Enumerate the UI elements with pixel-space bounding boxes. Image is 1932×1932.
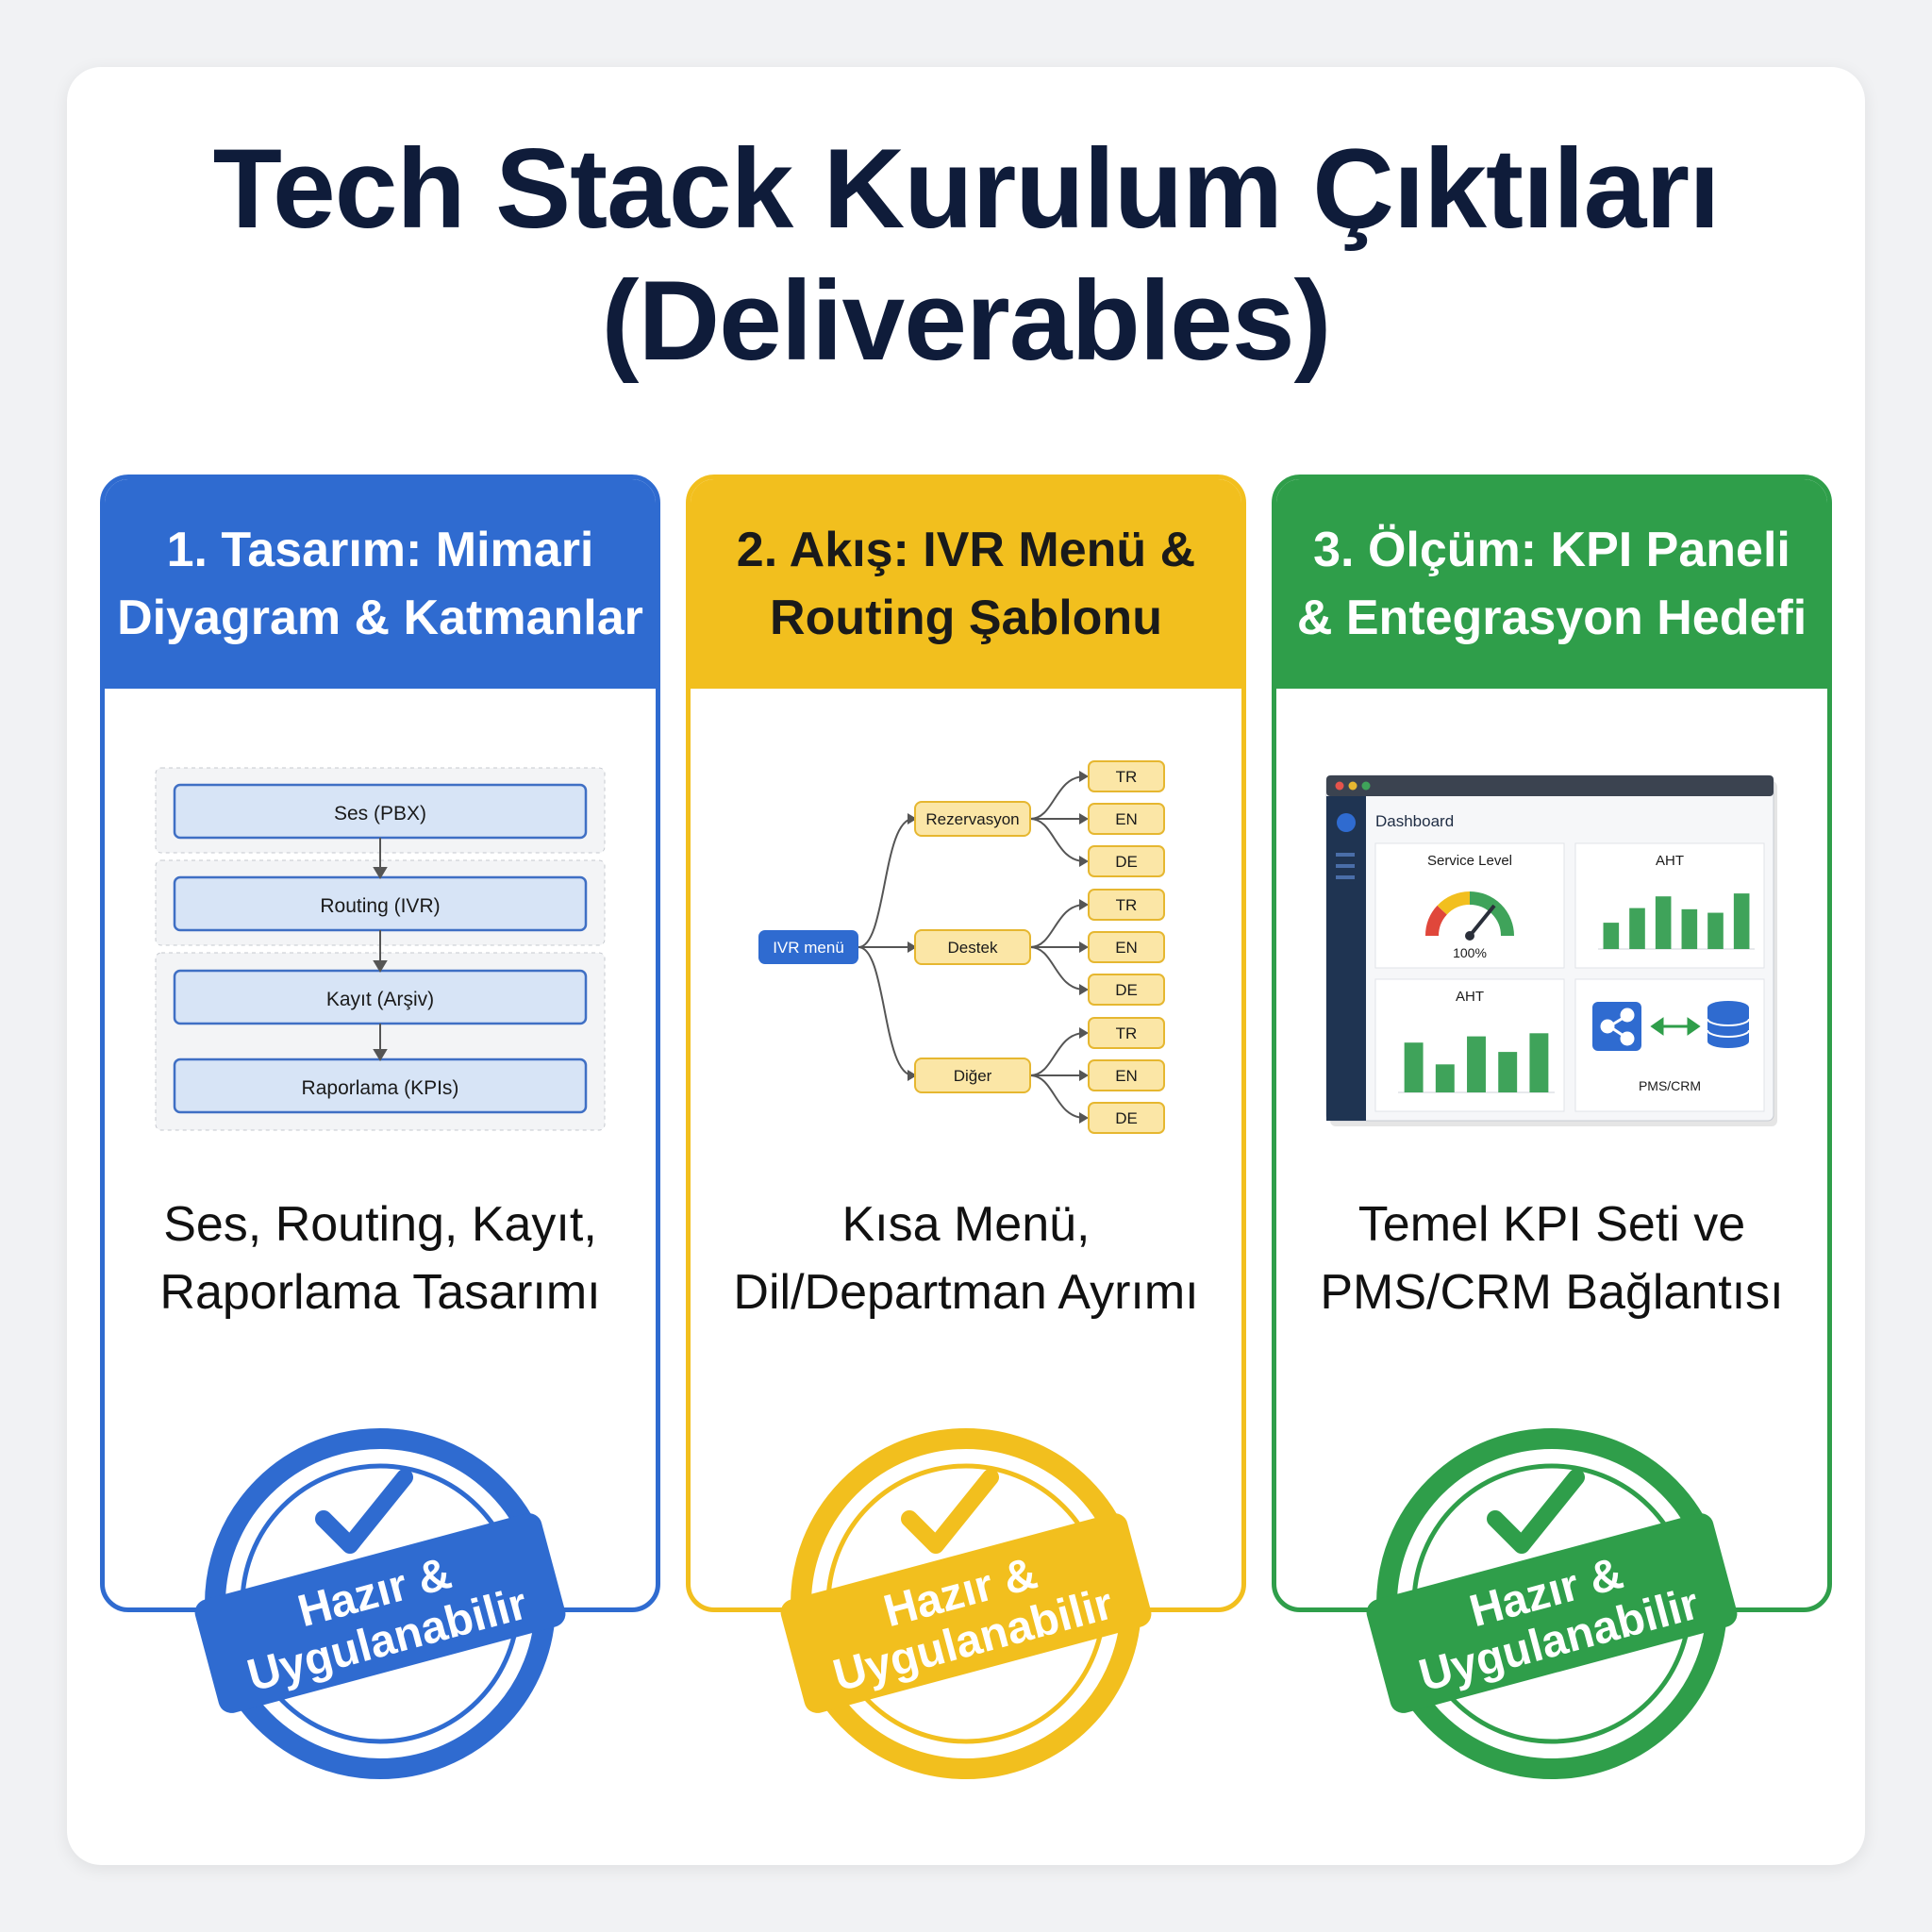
layer-box-ivr: Routing (IVR) <box>173 875 588 932</box>
lang-node: EN <box>1088 1059 1165 1091</box>
aht-bar <box>1498 1052 1518 1092</box>
aht-bar <box>1681 908 1698 949</box>
layer-box-pbx: Ses (PBX) <box>173 783 588 840</box>
integration-label: PMS/CRM <box>1639 1078 1701 1093</box>
avatar <box>1337 813 1356 832</box>
branch-node-rezervasyon: Rezervasyon <box>914 801 1031 837</box>
card-flow-header: 2. Akış: IVR Menü & Routing Şablonu <box>691 479 1241 689</box>
aht-bar <box>1529 1033 1549 1092</box>
aht-label-bottom: AHT <box>1456 989 1484 1005</box>
lang-label: EN <box>1115 810 1138 828</box>
card-measurement-title-line2: & Entegrasyon Hedefi <box>1296 591 1807 645</box>
layer-label-pbx: Ses (PBX) <box>334 803 426 824</box>
layer-label-archive: Kayıt (Arşiv) <box>326 989 434 1010</box>
lang-node: EN <box>1088 931 1165 963</box>
integration-panel: PMS/CRM <box>1574 978 1765 1112</box>
card-design-desc-line2: Raporlama Tasarımı <box>159 1265 601 1320</box>
dashboard-sidebar <box>1326 796 1366 1121</box>
page-title-line1: Tech Stack Kurulum Çıktıları <box>212 125 1721 252</box>
card-design-description: Ses, Routing, Kayıt, Raporlama Tasarımı <box>100 1191 660 1326</box>
card-design-title-line1: 1. Tasarım: Mimari <box>166 523 594 577</box>
branch-label-diger: Diğer <box>954 1067 992 1085</box>
card-flow-title-line1: 2. Akış: IVR Menü & <box>736 523 1196 577</box>
page-title-line2: (Deliverables) <box>601 258 1331 384</box>
lang-node: TR <box>1088 760 1165 792</box>
lang-label: DE <box>1115 853 1138 871</box>
dashboard-title: Dashboard <box>1375 812 1454 830</box>
service-level-panel: Service Level 100% <box>1374 842 1565 969</box>
layer-label-reporting: Raporlama (KPIs) <box>302 1077 459 1099</box>
aht-label-top: AHT <box>1656 853 1684 869</box>
aht-bar <box>1629 908 1645 949</box>
checkmark-icon <box>901 1469 999 1554</box>
aht-bar <box>1435 1064 1455 1092</box>
card-flow-description: Kısa Menü, Dil/Departman Ayrımı <box>686 1191 1246 1326</box>
aht-bar <box>1733 893 1750 949</box>
lang-node: DE <box>1088 845 1165 877</box>
stamp-banner <box>194 1513 566 1713</box>
lang-label: DE <box>1115 981 1138 999</box>
gauge-needle <box>1468 904 1496 938</box>
branch-label-rezervasyon: Rezervasyon <box>925 810 1019 828</box>
lang-node: TR <box>1088 1017 1165 1049</box>
aht-bar <box>1655 896 1672 949</box>
card-measurement-desc-line1: Temel KPI Seti ve <box>1357 1197 1746 1252</box>
lang-label: TR <box>1116 896 1138 914</box>
branch-node-diger: Diğer <box>914 1058 1031 1093</box>
stamp-banner <box>1366 1513 1738 1713</box>
layer-arrows <box>373 838 388 1061</box>
aht-bar <box>1404 1042 1424 1092</box>
aht-bar <box>1467 1036 1486 1092</box>
lang-node: DE <box>1088 1102 1165 1134</box>
bidirectional-arrow-icon <box>1650 1017 1701 1036</box>
checkmark-icon <box>1487 1469 1585 1554</box>
ivr-flow-diagram: IVR menü Rezervasyon Destek Diğer TR EN DE… <box>755 755 1170 1141</box>
aht-bar <box>1707 912 1724 949</box>
service-level-value: 100% <box>1453 945 1487 960</box>
architecture-diagram: Ses (PBX) Routing (IVR) Kayıt (Arşiv) Ra… <box>154 766 607 1132</box>
lang-label: TR <box>1116 1024 1138 1042</box>
card-design-title-line2: Diyagram & Katmanlar <box>117 591 643 645</box>
lang-label: EN <box>1115 939 1138 957</box>
aht-bar <box>1603 923 1620 949</box>
card-flow-desc-line2: Dil/Departman Ayrımı <box>733 1265 1199 1320</box>
lang-node: DE <box>1088 974 1165 1006</box>
aht-panel-top: AHT <box>1574 842 1765 969</box>
lang-label: DE <box>1115 1109 1138 1127</box>
stamp-design: Hazır & Uygulanabilir <box>192 1415 569 1792</box>
card-flow: 2. Akış: IVR Menü & Routing Şablonu <box>686 475 1246 1612</box>
lang-label: EN <box>1115 1067 1138 1085</box>
card-measurement-description: Temel KPI Seti ve PMS/CRM Bağlantısı <box>1272 1191 1832 1326</box>
card-design-header: 1. Tasarım: Mimari Diyagram & Katmanlar <box>105 479 656 689</box>
stamp-flow: Hazır & Uygulanabilir <box>777 1415 1155 1792</box>
ivr-root-node: IVR menü <box>758 930 858 964</box>
database-icon <box>1707 1001 1750 1048</box>
ivr-root-label: IVR menü <box>773 939 844 957</box>
layer-box-reporting: Raporlama (KPIs) <box>173 1058 588 1114</box>
aht-panel-bottom: AHT <box>1374 978 1565 1112</box>
stamp-banner <box>780 1513 1152 1713</box>
card-design-desc-line1: Ses, Routing, Kayıt, <box>163 1197 597 1252</box>
lang-node: EN <box>1088 803 1165 835</box>
branch-node-destek: Destek <box>914 929 1031 965</box>
card-measurement-title-line1: 3. Ölçüm: KPI Paneli <box>1313 523 1790 577</box>
stamp-measurement: Hazır & Uygulanabilir <box>1363 1415 1740 1792</box>
page-title: Tech Stack Kurulum Çıktıları (Deliverabl… <box>0 123 1932 387</box>
dashboard-mockup: Dashboard Service Level 100% AHT AHT <box>1324 774 1781 1130</box>
layer-box-archive: Kayıt (Arşiv) <box>173 969 588 1025</box>
lang-label: TR <box>1116 768 1138 786</box>
card-measurement-desc-line2: PMS/CRM Bağlantısı <box>1320 1265 1784 1320</box>
checkmark-icon <box>315 1469 413 1554</box>
service-level-label: Service Level <box>1427 853 1512 869</box>
card-flow-title-line2: Routing Şablonu <box>770 591 1162 645</box>
layer-label-ivr: Routing (IVR) <box>320 895 440 917</box>
card-flow-desc-line1: Kısa Menü, <box>841 1197 1091 1252</box>
branch-label-destek: Destek <box>948 939 998 957</box>
lang-node: TR <box>1088 889 1165 921</box>
share-icon <box>1592 1002 1641 1051</box>
card-measurement-header: 3. Ölçüm: KPI Paneli & Entegrasyon Hedef… <box>1276 479 1827 689</box>
